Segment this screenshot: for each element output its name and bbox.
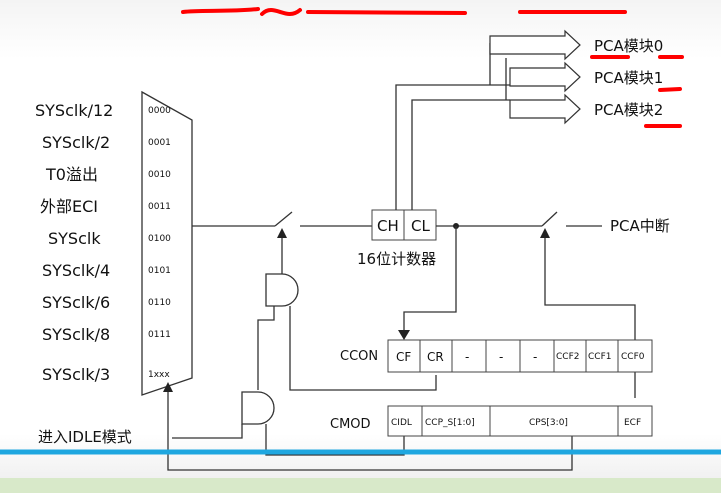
counter-cl-label: CL	[411, 217, 430, 235]
annotation-stroke	[658, 87, 682, 92]
counter-caption: 16位计数器	[357, 250, 436, 268]
counter-ch-box	[371, 209, 405, 241]
top-annotations	[181, 7, 627, 16]
annotation-stroke	[181, 7, 260, 14]
cmod-register: CIDL CCP_S[1:0] CPS[3:0] ECF	[387, 405, 653, 437]
mux-input-code: 1xxx	[148, 370, 170, 380]
cmod-bit-label: CIDL	[391, 418, 412, 428]
wire-overflow-to-cf	[403, 226, 457, 336]
wire-ecf-control	[544, 234, 636, 398]
mux-input-code: 0010	[148, 170, 171, 180]
ccon-name: CCON	[340, 349, 378, 364]
and-gate-idle	[241, 391, 275, 425]
module-0-label: PCA模块0	[594, 37, 663, 55]
mux-input-code: 0101	[148, 266, 171, 276]
arrow-module-0	[489, 29, 581, 61]
mux-input-label: 外部ECI	[40, 197, 98, 216]
clock-mux	[141, 90, 193, 396]
mux-input-code: 0000	[148, 106, 171, 116]
ccon-bit-cell	[617, 339, 653, 373]
mux-input-label: SYSclk/6	[42, 293, 110, 312]
mux-input-code: 0111	[148, 330, 171, 340]
bottom-strip	[0, 478, 721, 493]
wire-cidl-to-gate	[265, 424, 405, 456]
mux-input-code: 0110	[148, 298, 171, 308]
cmod-bit-label: ECF	[624, 418, 641, 428]
wire-counter-bus	[395, 84, 510, 210]
cmod-bit-label: CPS[3:0]	[529, 418, 568, 428]
arrow-to-cf	[398, 330, 410, 340]
idle-label: 进入IDLE模式	[38, 428, 132, 446]
ccon-bit-cell	[519, 339, 555, 373]
module-annotations	[590, 55, 684, 128]
ccon-bit-label: -	[533, 350, 537, 364]
ccon-bit-cell	[485, 339, 521, 373]
arrow-ecf-control	[540, 228, 550, 238]
wire-idle-input	[172, 424, 243, 439]
mux-input-label: SYSclk/2	[42, 133, 110, 152]
mux-input-label: SYSclk/4	[42, 261, 110, 280]
cmod-bit-cell	[489, 405, 619, 437]
wire-cr-to-gate	[289, 306, 437, 391]
arrow-mux-select	[163, 382, 173, 392]
ccon-bit-label: -	[499, 350, 503, 364]
ccon-bit-label: -	[465, 350, 469, 364]
arrow-switch-control	[277, 228, 287, 238]
ccon-bit-cell	[419, 339, 453, 373]
mux-input-code: 0100	[148, 234, 171, 244]
annotation-stroke	[306, 10, 467, 15]
ccon-bit-label: CCF1	[588, 352, 611, 362]
ccon-bit-cell	[553, 339, 587, 373]
switch-interrupt	[541, 211, 558, 227]
mux-input-label: T0溢出	[45, 165, 98, 184]
mux-input-label: SYSclk/3	[42, 365, 110, 384]
and-gate-count	[265, 273, 299, 307]
ccon-bit-label: CCF2	[556, 352, 579, 362]
ccon-bit-label: CCF0	[621, 352, 645, 362]
wire-counter-bus	[411, 99, 510, 210]
module-1-label: PCA模块1	[594, 69, 663, 87]
wire-gate-link	[257, 306, 275, 390]
ccon-register: CF CR - - - CCF2 CCF1 CCF0	[387, 339, 653, 373]
switch-count-enable	[274, 211, 293, 227]
cmod-bit-cell	[617, 405, 653, 437]
mux-input-label: SYSclk/12	[35, 101, 113, 120]
ccon-bit-label: CF	[396, 350, 411, 364]
interrupt-label: PCA中断	[610, 217, 670, 235]
mux-input-code: 0011	[148, 202, 171, 212]
cmod-bit-cell	[387, 405, 423, 437]
annotation-stroke	[260, 8, 302, 16]
counter-ch-label: CH	[377, 217, 399, 235]
arrow-module-2	[509, 93, 581, 125]
ccon-bit-label: CR	[427, 350, 444, 364]
mux-input-code: 0001	[148, 138, 171, 148]
module-arrows	[489, 29, 581, 125]
counter-cl-box	[403, 209, 437, 241]
ccon-bit-cell	[451, 339, 487, 373]
mux-input-label: SYSclk/8	[42, 325, 110, 344]
mux-input-label: SYSclk	[48, 229, 101, 248]
ccon-bit-cell	[585, 339, 619, 373]
mux-input-labels: SYSclk/12 0000 SYSclk/2 0001 T0溢出 0010 外…	[35, 101, 171, 384]
arrow-module-1	[509, 61, 581, 93]
cmod-name: CMOD	[330, 417, 371, 432]
cmod-bit-cell	[421, 405, 491, 437]
module-2-label: PCA模块2	[594, 101, 663, 119]
cmod-bit-label: CCP_S[1:0]	[425, 418, 475, 428]
